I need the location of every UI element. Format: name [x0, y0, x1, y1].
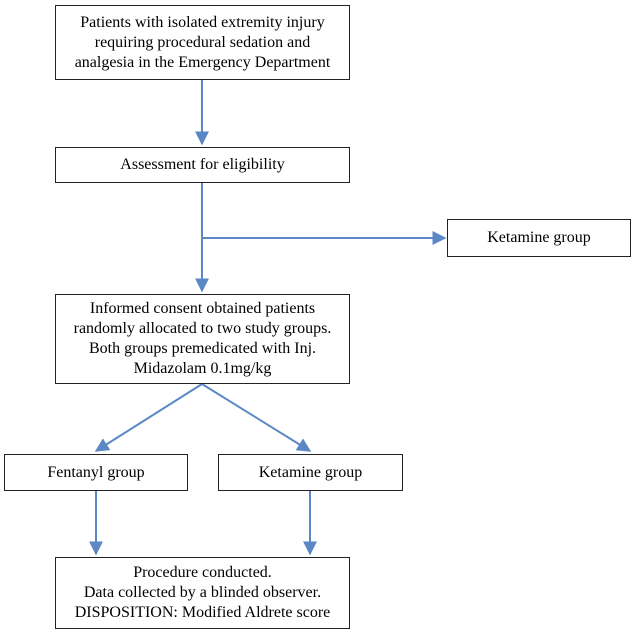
patients-line-2: requiring procedural sedation and: [94, 33, 311, 51]
procedure-line-1: Procedure conducted.: [133, 564, 272, 581]
procedure-line-2: Data collected by a blinded observer.: [83, 584, 322, 601]
excluded-label: Ketamine group: [487, 229, 591, 246]
consent-line-4: Midazolam 0.1mg/kg: [133, 360, 272, 377]
fentanyl-label: Fentanyl group: [47, 463, 145, 481]
consent-line-3: Both groups premedicated with Inj.: [88, 340, 317, 357]
patients-box: Patients with isolated extremity injury …: [55, 5, 350, 80]
consent-line-2: randomly allocated to two study groups.: [73, 320, 332, 337]
fentanyl-box: Fentanyl group: [4, 454, 188, 491]
excluded-box: Ketamine group: [447, 219, 631, 257]
arrow-consent-to-fentanyl: [94, 383, 203, 452]
ketamine-label: Ketamine group: [258, 463, 363, 481]
procedure-line-3: DISPOSITION: Modified Aldrete score: [74, 604, 331, 621]
ketamine-box: Ketamine group: [218, 454, 403, 491]
arrow-consent-to-ketamine: [201, 383, 312, 452]
procedure-box: Procedure conducted. Data collected by a…: [55, 557, 350, 629]
consent-line-1: Informed consent obtained patients: [89, 300, 316, 317]
consent-box: Informed consent obtained patients rando…: [55, 294, 350, 384]
patients-line-3: analgesia in the Emergency Department: [74, 53, 331, 71]
assessment-box: Assessment for eligibility: [55, 147, 350, 183]
patients-line-1: Patients with isolated extremity injury: [80, 13, 325, 31]
assessment-label: Assessment for eligibility: [120, 156, 285, 173]
